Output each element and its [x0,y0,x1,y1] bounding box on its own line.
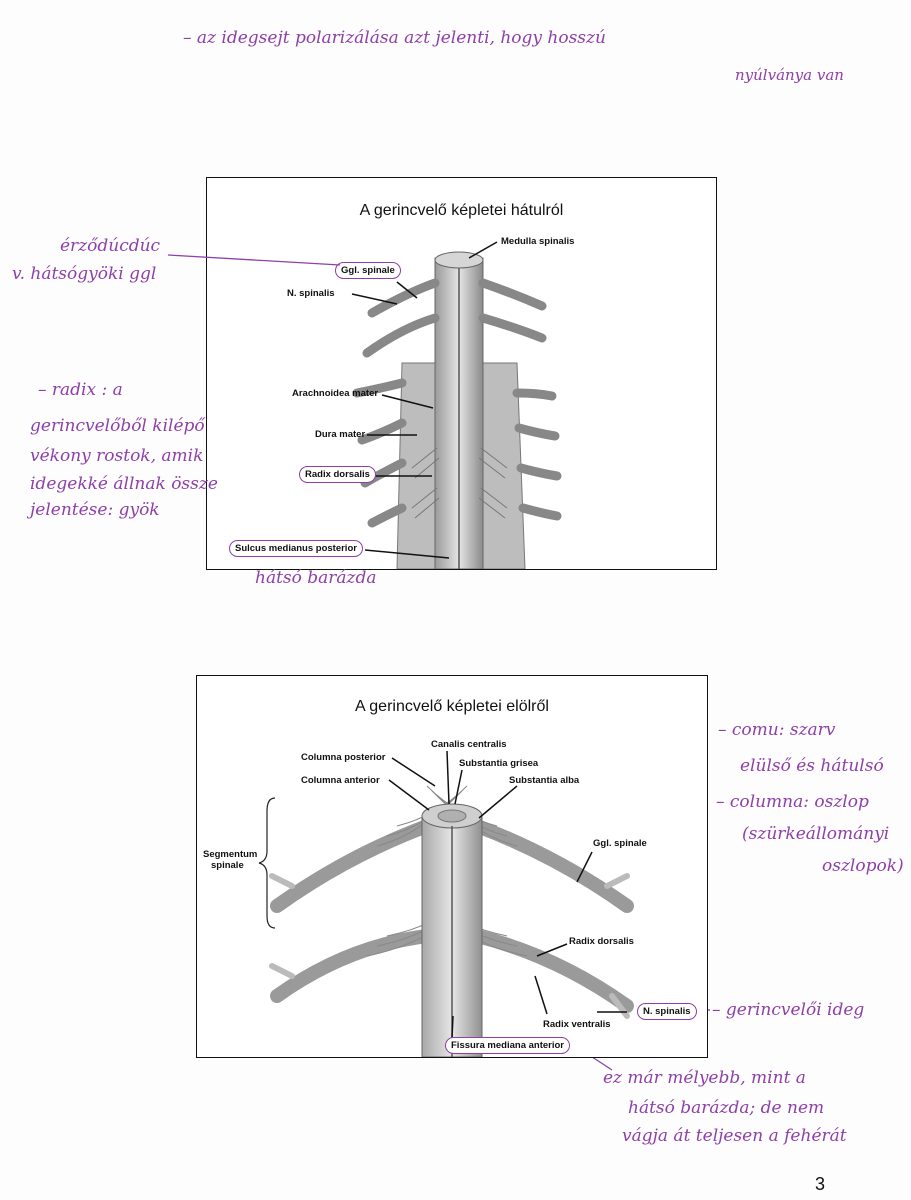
note-radix-4: jelentése: gyök [30,500,160,520]
note-top-line1: – az idegsejt polarizálása azt jelenti, … [183,28,606,48]
label-n-spinalis: N. spinalis [287,288,335,299]
label-substantia-alba: Substantia alba [509,775,580,786]
page-number: 3 [815,1174,826,1194]
spinal-cord-posterior-illustration [351,241,562,569]
label-canalis-centralis: Canalis centralis [431,739,507,750]
label-spinale: spinale [211,860,244,871]
label-dura-mater: Dura mater [315,429,366,440]
label-columna-anterior: Columna anterior [301,775,380,786]
slide2-title: A gerincvelő képletei elölről [355,698,549,715]
note-sulcus: hátsó barázda [255,568,377,588]
note-radix-0: – radix : a [38,380,123,400]
note-right-1: elülső és hátulsó [740,756,884,776]
note-right-0: – comu: szarv [718,720,836,740]
label-radix-dorsalis: Radix dorsalis [299,466,376,483]
note-right-2: – columna: oszlop [716,792,869,812]
label-n-spinalis-2: N. spinalis [637,1003,697,1020]
note-ggl-line2: v. hátsógyöki ggl [12,264,157,284]
spinal-cord-anterior-illustration [258,750,634,1057]
label-sulcus-medianus-posterior: Sulcus medianus posterior [229,540,363,557]
note-right-4: oszlopok) [822,856,904,876]
note-fissura-2: vágja át teljesen a fehérát [622,1126,847,1146]
label-radix-dorsalis-2: Radix dorsalis [569,936,634,947]
note-radix-1: gerincvelőből kilépő [30,416,205,436]
note-top-line2: nyúlványa van [735,66,844,84]
label-ggl-spinale: Ggl. spinale [335,262,401,279]
note-right-3: (szürkeállományi [742,824,890,844]
slide-anterior-view: A gerincvelő képletei elölről [196,675,708,1058]
note-n-spinalis: – gerincvelői ideg [712,1000,865,1020]
note-radix-3: idegekké állnak össze [30,474,218,494]
label-fissura-mediana-anterior: Fissura mediana anterior [445,1037,570,1054]
label-medulla-spinalis: Medulla spinalis [501,236,575,247]
note-fissura-1: hátsó barázda; de nem [628,1098,825,1118]
label-ggl-spinale-2: Ggl. spinale [593,838,647,849]
note-radix-2: vékony rostok, amik [30,446,204,466]
note-ggl-line1: érződúcdúc [60,236,161,256]
label-segmentum: Segmentum [203,849,258,860]
slide1-title: A gerincvelő képletei hátulról [359,202,564,219]
label-substantia-grisea: Substantia grisea [459,758,539,769]
label-columna-posterior: Columna posterior [301,752,386,763]
label-arachnoidea-mater: Arachnoidea mater [292,388,379,399]
label-radix-ventralis: Radix ventralis [543,1019,611,1030]
note-fissura-0: ez már mélyebb, mint a [603,1068,806,1088]
slide-posterior-view: A gerincvelő képletei hátulról [206,177,717,570]
